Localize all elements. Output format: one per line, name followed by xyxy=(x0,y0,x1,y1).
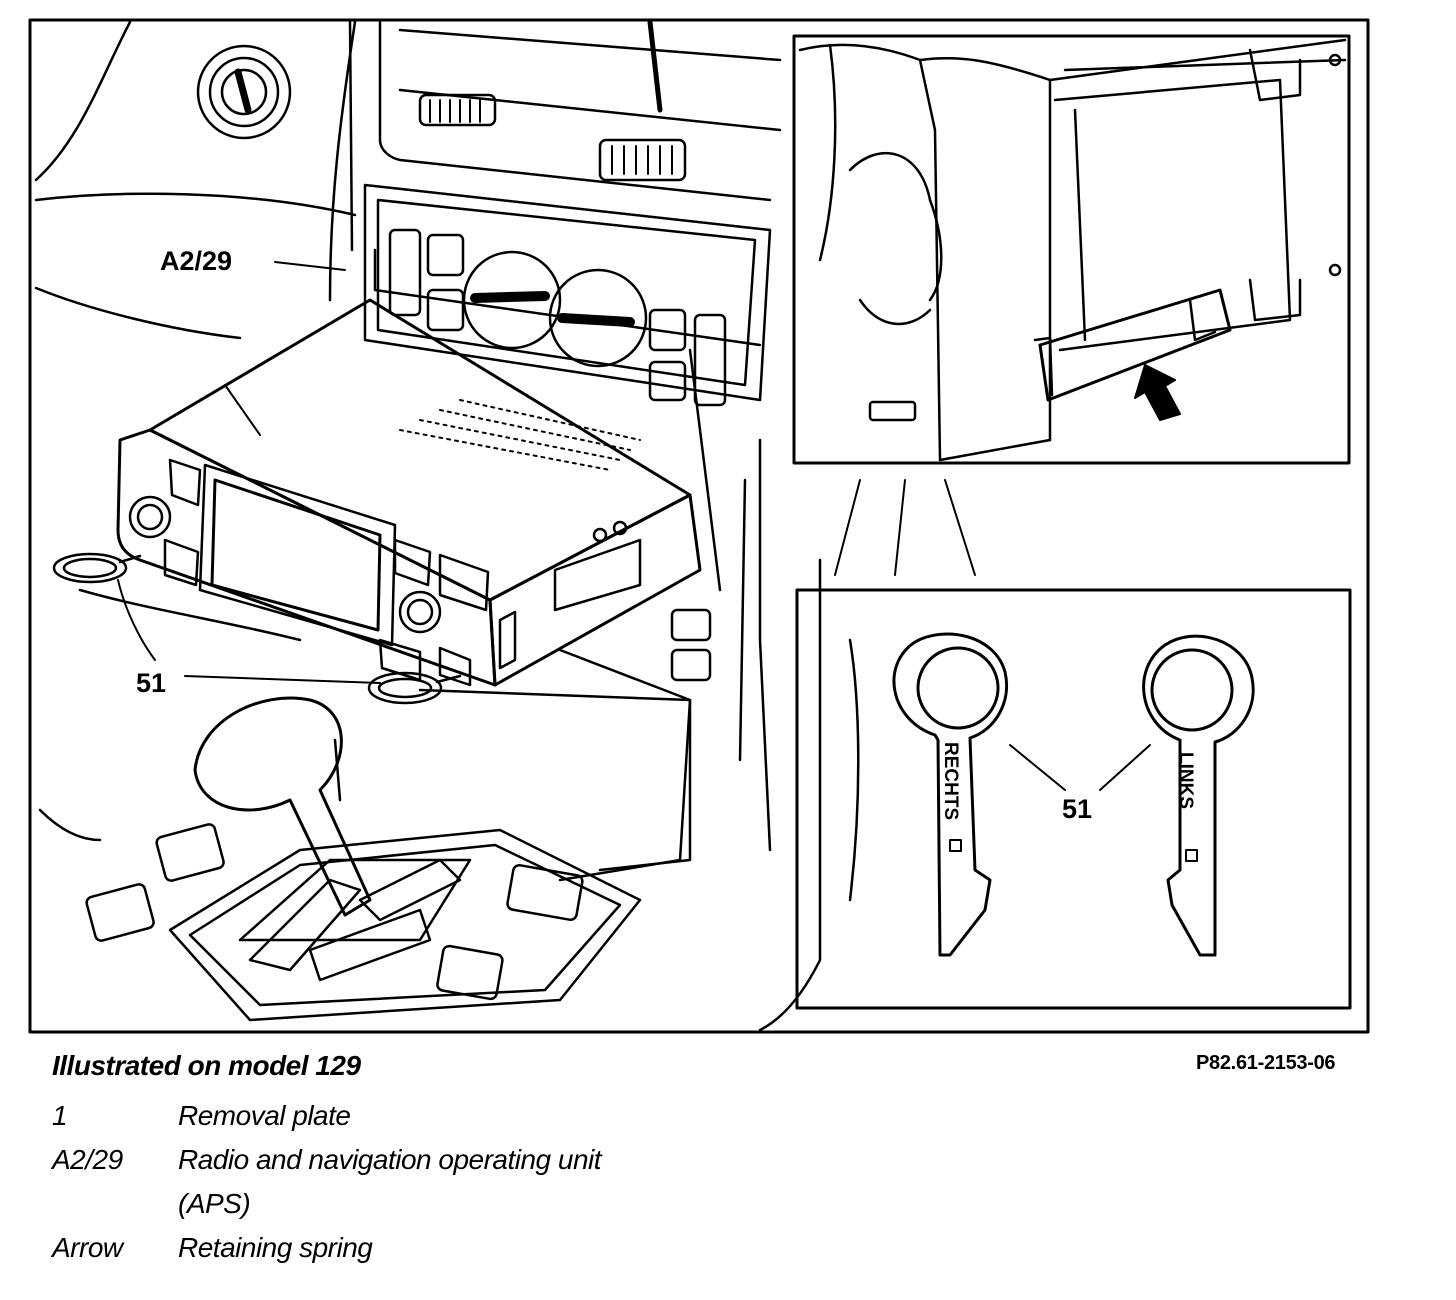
tool-right-label: RECHTS xyxy=(940,742,961,820)
legend-desc: Retaining spring xyxy=(178,1232,373,1263)
legend-desc: Radio and navigation operating unit (APS… xyxy=(178,1144,602,1219)
callout-tool-main-label: 51 xyxy=(136,668,166,698)
caption-title: Illustrated on model 129 xyxy=(52,1050,361,1081)
inset-tools-frame xyxy=(795,588,1352,1010)
legend: 1 Removal plate A2/29 Radio and navigati… xyxy=(52,1094,678,1270)
legend-row: A2/29 Radio and navigation operating uni… xyxy=(52,1138,678,1226)
legend-row: Arrow Retaining spring xyxy=(52,1226,678,1270)
callout-tool-inset-label: 51 xyxy=(1062,794,1092,824)
legend-code: 1 xyxy=(52,1100,68,1131)
inset-spring-drawing xyxy=(798,38,1347,576)
removal-tools-main xyxy=(52,552,462,705)
figure-reference: P82.61-2153-06 xyxy=(1196,1052,1336,1074)
legend-code: A2/29 xyxy=(52,1144,123,1175)
inset-tools-drawing xyxy=(892,632,1255,957)
dashboard-drawing xyxy=(34,19,860,1032)
callout-unit-label: A2/29 xyxy=(160,246,232,276)
diagram-figure: A2/29 51 xyxy=(28,18,1370,1034)
legend-code: Arrow xyxy=(52,1232,123,1263)
tool-left-label: LINKS xyxy=(1175,752,1196,809)
inset-spring-frame xyxy=(792,34,1351,465)
main-frame xyxy=(28,18,1370,1034)
radio-unit-drawing xyxy=(116,261,702,687)
legend-desc: Removal plate xyxy=(178,1100,351,1131)
legend-row: 1 Removal plate xyxy=(52,1094,678,1138)
